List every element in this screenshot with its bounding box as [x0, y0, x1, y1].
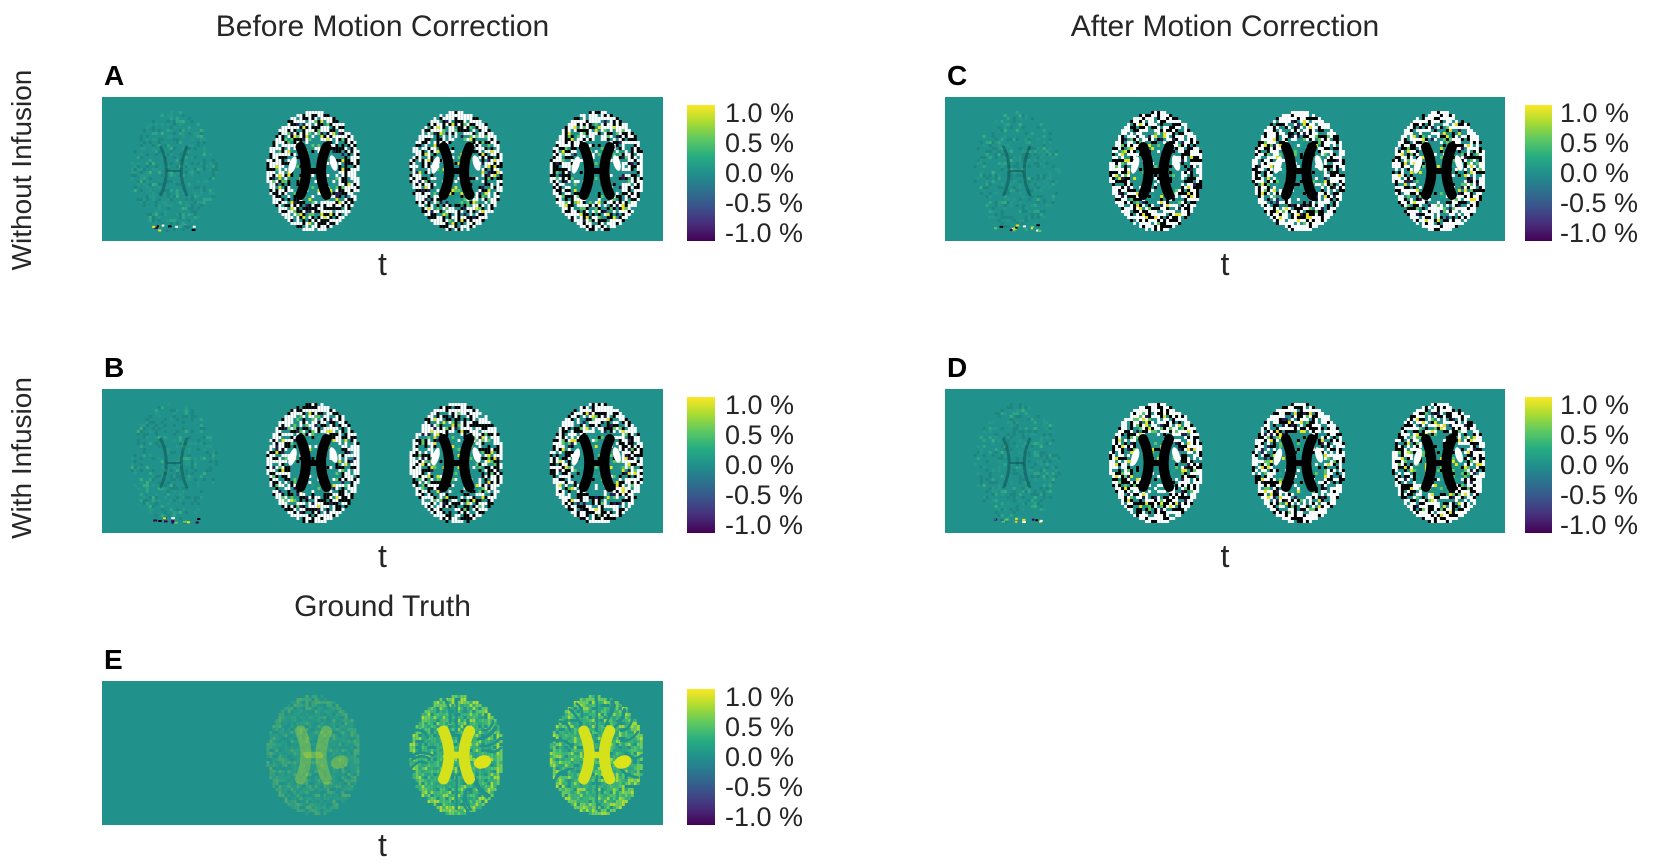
- colorbar-tick-label: 0.0 %: [725, 742, 795, 772]
- x-axis-label-b: t: [378, 538, 387, 574]
- colorbar-tick-label: 0.5 %: [725, 420, 795, 450]
- colorbar-e: [687, 689, 715, 825]
- x-axis-label-a: t: [378, 246, 387, 282]
- colorbar-tick-label: 1.0 %: [725, 390, 795, 420]
- colorbar-tick-label: -1.0 %: [1560, 218, 1639, 248]
- colorbar-tick-label: -0.5 %: [1560, 480, 1639, 510]
- panel-label-d: D: [947, 352, 968, 383]
- colorbar-tick-label: 0.5 %: [725, 128, 795, 158]
- x-axis-label-c: t: [1220, 246, 1230, 282]
- title-after-motion-correction: After Motion Correction: [1070, 10, 1380, 43]
- colorbar-tick-label: 0.5 %: [1560, 420, 1630, 450]
- colorbar-tick-label: 0.5 %: [725, 712, 795, 742]
- x-axis-label-d: t: [1220, 538, 1230, 574]
- colorbar-tick-label: -0.5 %: [1560, 188, 1639, 218]
- colorbar-d: [1525, 397, 1552, 533]
- colorbar-tick-labels-a: 1.0 %0.5 %0.0 %-0.5 %-1.0 %: [725, 98, 835, 248]
- panel-label-c: C: [947, 60, 968, 91]
- x-axis-label-e: t: [378, 827, 387, 863]
- colorbar-tick-label: -1.0 %: [1560, 510, 1639, 540]
- colorbar-tick-label: 0.0 %: [1560, 158, 1630, 188]
- colorbar-tick-labels-e: 1.0 %0.5 %0.0 %-0.5 %-1.0 %: [725, 682, 835, 832]
- colorbar-tick-label: -1.0 %: [725, 802, 804, 832]
- colorbar-tick-label: 0.5 %: [1560, 128, 1630, 158]
- colorbar-c: [1525, 105, 1552, 241]
- title-ground-truth: Ground Truth: [294, 590, 471, 623]
- colorbar-tick-label: 0.0 %: [725, 158, 795, 188]
- colorbar-tick-label: -1.0 %: [725, 510, 804, 540]
- colorbar-a: [687, 105, 715, 241]
- colorbar-tick-label: 1.0 %: [1560, 98, 1630, 128]
- panel-label-e: E: [104, 644, 123, 675]
- colorbar-b: [687, 397, 715, 533]
- row-label-with-infusion: With Infusion: [6, 377, 37, 539]
- panel-label-a: A: [104, 60, 125, 91]
- colorbar-tick-label: -0.5 %: [725, 772, 804, 802]
- colorbar-tick-labels-c: 1.0 %0.5 %0.0 %-0.5 %-1.0 %: [1560, 98, 1661, 248]
- title-before-motion-correction: Before Motion Correction: [215, 10, 550, 43]
- colorbar-tick-label: -0.5 %: [725, 188, 804, 218]
- colorbar-tick-label: -0.5 %: [725, 480, 804, 510]
- panel-label-b: B: [104, 352, 125, 383]
- colorbar-tick-label: -1.0 %: [725, 218, 804, 248]
- row-label-without-infusion: Without Infusion: [6, 69, 37, 271]
- colorbar-tick-label: 1.0 %: [1560, 390, 1630, 420]
- colorbar-tick-label: 1.0 %: [725, 98, 795, 128]
- colorbar-tick-label: 0.0 %: [1560, 450, 1630, 480]
- brain-map-canvas-b: [102, 389, 663, 533]
- colorbar-tick-labels-b: 1.0 %0.5 %0.0 %-0.5 %-1.0 %: [725, 390, 835, 540]
- brain-map-canvas-d: [945, 389, 1505, 533]
- colorbar-tick-label: 1.0 %: [725, 682, 795, 712]
- brain-map-canvas-a: [102, 97, 663, 241]
- colorbar-tick-labels-d: 1.0 %0.5 %0.0 %-0.5 %-1.0 %: [1560, 390, 1661, 540]
- brain-map-canvas-e: [102, 681, 663, 825]
- colorbar-tick-label: 0.0 %: [725, 450, 795, 480]
- brain-map-canvas-c: [945, 97, 1505, 241]
